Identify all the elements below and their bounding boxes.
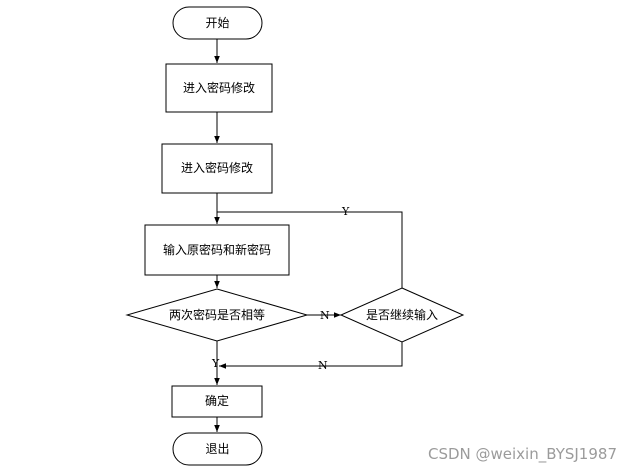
step2-node: 进入密码修改: [161, 143, 273, 194]
start-node: 开始: [172, 6, 263, 40]
edge-label-check-retry: N: [320, 309, 330, 322]
retry-decision: 是否继续输入: [339, 287, 465, 343]
step1-label: 进入密码修改: [183, 80, 255, 95]
edge-label-check-confirm: Y: [211, 357, 220, 370]
edge-retry-input: [217, 211, 403, 288]
watermark: CSDN @weixin_BYSJ1987: [427, 445, 617, 463]
edge-retry-confirm: [219, 342, 403, 369]
confirm-node: 确定: [171, 385, 263, 418]
check-label: 两次密码是否相等: [169, 307, 265, 322]
retry-label: 是否继续输入: [366, 307, 438, 322]
exit-label: 退出: [205, 442, 229, 456]
step1-node: 进入密码修改: [165, 63, 273, 113]
input-node: 输入原密码和新密码: [144, 224, 290, 276]
check-decision: 两次密码是否相等: [125, 288, 309, 342]
start-label: 开始: [205, 16, 229, 30]
edge-label-retry-input: Y: [341, 205, 350, 218]
edge-label-retry-confirm: N: [318, 359, 328, 372]
exit-node: 退出: [172, 432, 263, 466]
input-label: 输入原密码和新密码: [163, 242, 271, 257]
step2-label: 进入密码修改: [181, 160, 253, 175]
confirm-label: 确定: [205, 393, 229, 408]
